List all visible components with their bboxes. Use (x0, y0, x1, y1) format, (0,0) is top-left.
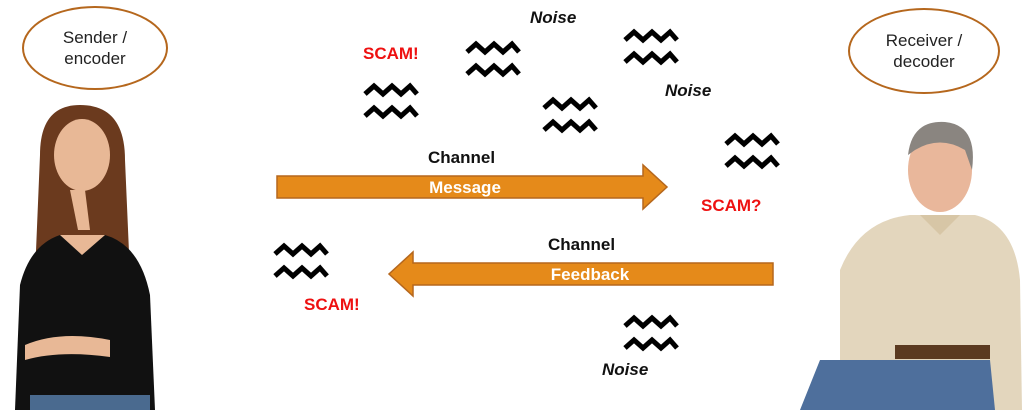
feedback-arrow-label: Feedback (550, 265, 630, 284)
noise-label: Noise (602, 360, 649, 379)
receiver-decoder-oval: Receiver / decoder (848, 8, 1000, 94)
feedback-channel-label: Channel (548, 235, 616, 254)
noise-label: Noise (530, 8, 577, 27)
feedback-arrow (387, 250, 774, 298)
sender-person-image (15, 105, 155, 410)
receiver-label-line2: decoder (893, 52, 955, 71)
noise-wave-icon (542, 96, 598, 134)
sender-label-line2: encoder (64, 49, 126, 68)
receiver-person-image (800, 121, 1022, 410)
message-arrow-label: Message (429, 178, 501, 197)
message-arrow (276, 163, 669, 211)
scam-label: SCAM! (363, 44, 419, 63)
scam-label: SCAM? (701, 196, 762, 215)
noise-label: Noise (665, 81, 712, 100)
noise-wave-icon (623, 28, 679, 66)
noise-wave-icon (363, 82, 419, 120)
noise-wave-icon (273, 242, 329, 280)
noise-wave-icon (623, 314, 679, 352)
scam-label: SCAM! (304, 295, 360, 314)
message-channel-label: Channel (428, 148, 496, 167)
sender-label-line1: Sender / (62, 28, 128, 47)
noise-wave-icon (724, 132, 780, 170)
receiver-label-line1: Receiver / (885, 31, 963, 50)
sender-encoder-oval: Sender / encoder (22, 6, 168, 90)
noise-wave-icon (465, 40, 521, 78)
